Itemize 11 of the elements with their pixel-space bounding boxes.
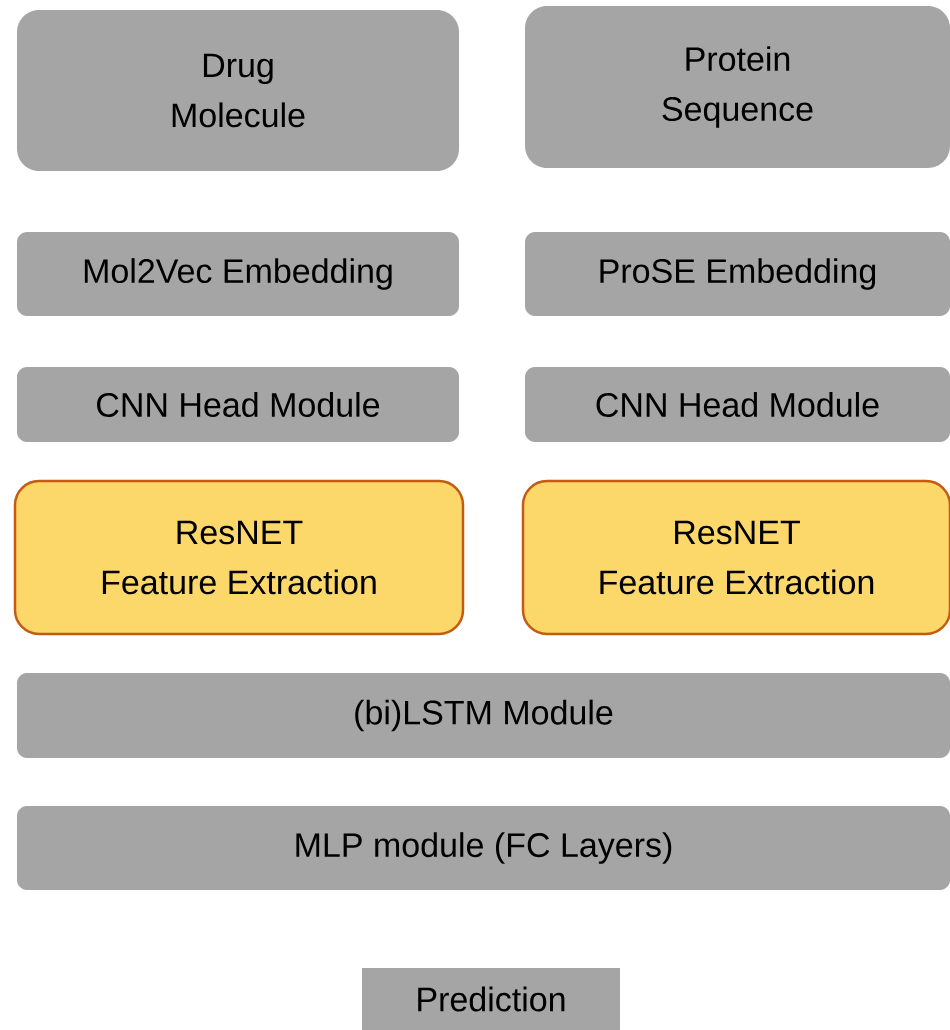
feature-box: ResNET Feature Extraction (521, 479, 950, 636)
input-box: Protein Sequence (525, 6, 950, 168)
input-box: Drug Molecule (17, 10, 459, 171)
feature-box: ResNET Feature Extraction (13, 479, 465, 636)
layer-box: MLP module (FC Layers) (17, 806, 950, 890)
layer-box: CNN Head Module (17, 367, 459, 442)
layer-box: (bi)LSTM Module (17, 673, 950, 758)
layer-box: CNN Head Module (525, 367, 950, 442)
layer-box: Mol2Vec Embedding (17, 232, 459, 316)
output-box: Prediction (362, 968, 620, 1030)
layer-box: ProSE Embedding (525, 232, 950, 316)
